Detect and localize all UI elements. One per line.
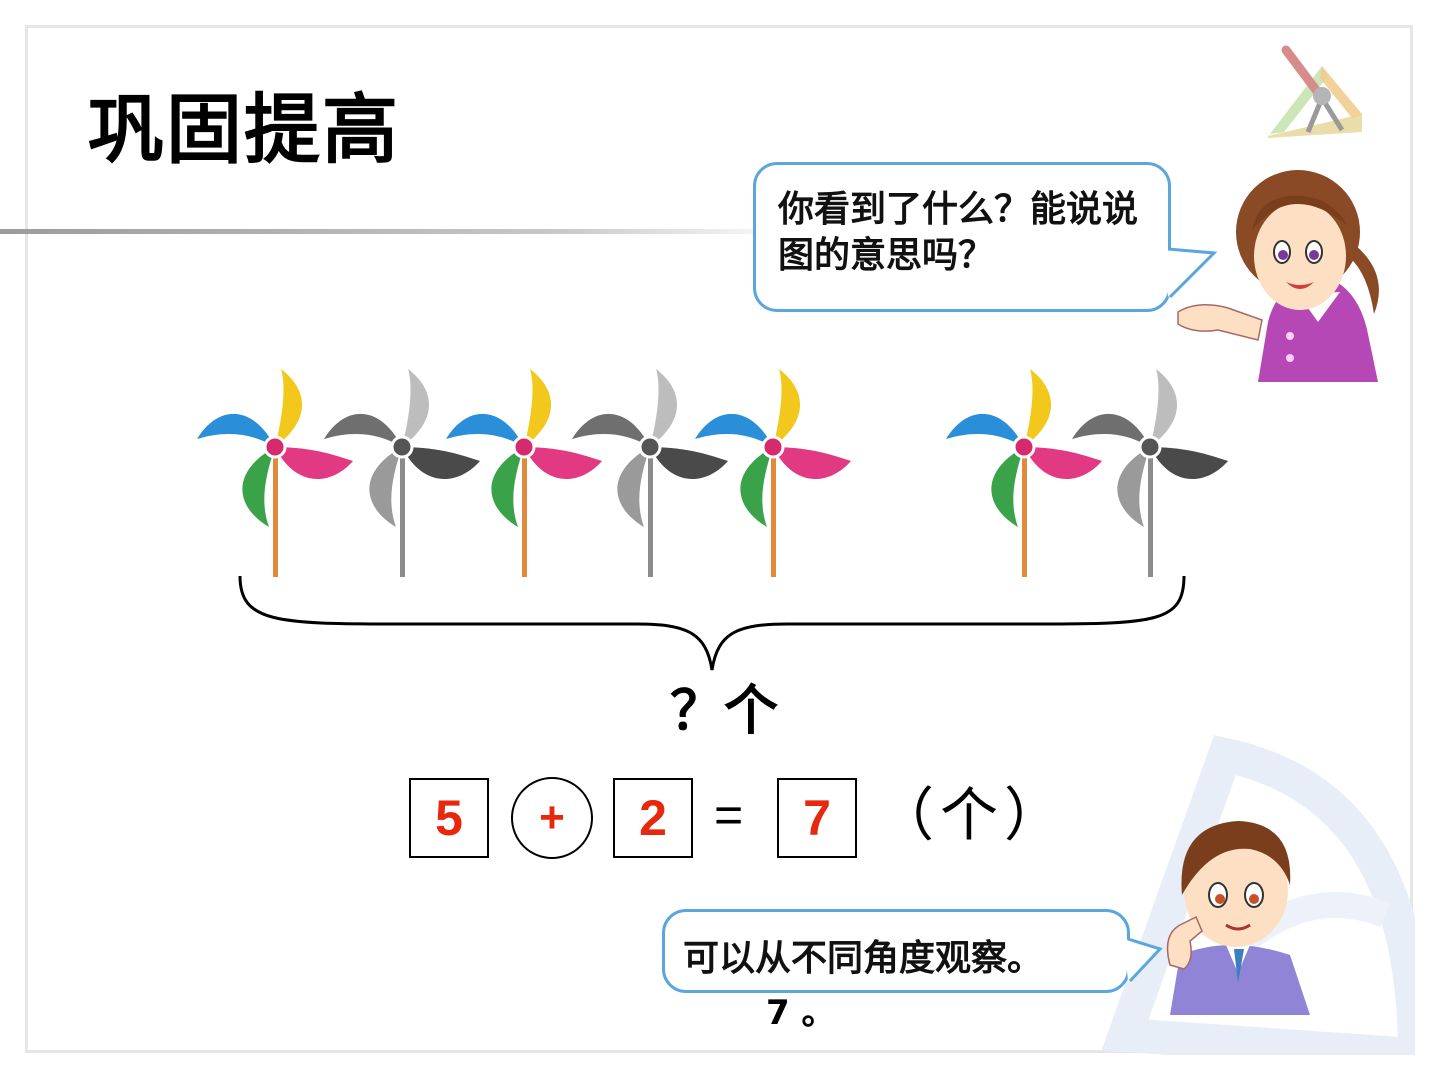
equation-term2-box: 2	[613, 778, 693, 858]
pinwheel-gray	[570, 367, 730, 579]
pinwheel-colored	[195, 367, 355, 579]
teacher-speech-bubble: 你看到了什么？能说说图的意思吗？	[753, 162, 1171, 312]
equation-term1-box: 5	[409, 778, 489, 858]
pinwheel-colored	[944, 367, 1104, 579]
slide-frame	[25, 25, 1413, 1053]
footnote-text: 7 。	[766, 993, 836, 1033]
teacher-speech-text: 你看到了什么？能说说图的意思吗？	[778, 189, 1139, 276]
total-question-label: ？个	[670, 679, 778, 742]
teacher-bubble-tail	[1164, 247, 1218, 299]
teacher-illustration	[1177, 170, 1379, 382]
title-underline	[0, 229, 800, 234]
boy-speech-text: 可以从不同角度观察。	[683, 938, 1044, 979]
pinwheel-gray	[322, 367, 482, 579]
equation-operator-circle: +	[511, 777, 593, 859]
pinwheel-colored	[693, 367, 853, 579]
pinwheel-gray	[1070, 367, 1230, 579]
pinwheel-group	[195, 367, 1230, 579]
slide-title: 巩固提高	[88, 85, 400, 174]
equation-unit-label: （个）	[876, 781, 1069, 849]
boy-bubble-tail	[1124, 937, 1163, 983]
boy-speech-bubble: 可以从不同角度观察。	[662, 909, 1130, 993]
equation-equals-sign: =	[714, 787, 744, 843]
total-brace	[238, 575, 1186, 671]
equation-result-box: 7	[777, 778, 857, 858]
pinwheel-colored	[444, 367, 604, 579]
compass-ruler-logo-icon	[1268, 45, 1362, 138]
boy-illustration	[1166, 821, 1310, 1015]
